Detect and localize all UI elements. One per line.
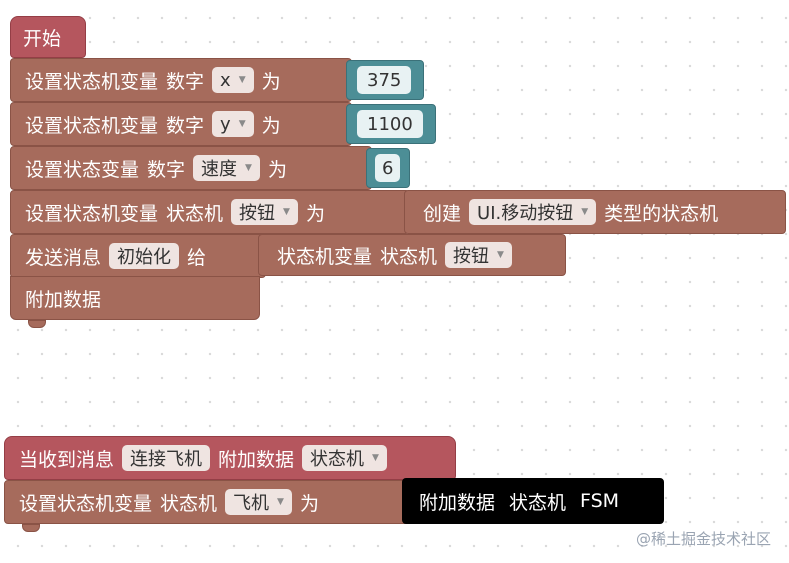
number-value-block[interactable]: 375: [346, 60, 424, 100]
fsm-variable-label: 状态机变量: [277, 245, 373, 268]
assign-label: 为: [305, 202, 325, 225]
block-notch: [22, 524, 40, 532]
data-type-dropdown[interactable]: 状态机▼: [302, 445, 387, 471]
var-type-label: 数字: [147, 158, 186, 181]
attach-data-label: 附加数据: [419, 491, 496, 514]
chevron-down-icon: ▼: [581, 207, 589, 217]
set-fsm-var-x-block[interactable]: 设置状态机变量 数字 x▼ 为: [10, 58, 352, 102]
chevron-down-icon: ▼: [245, 163, 252, 173]
create-fsm-block[interactable]: 创建 UI.移动按钮▼ 类型的状态机: [404, 190, 786, 234]
send-message-block[interactable]: 发送消息 初始化 给: [10, 234, 266, 278]
start-hat-label: 开始: [23, 27, 62, 50]
set-var-label: 设置状态机变量: [19, 492, 153, 515]
var-type-label: 状态机: [380, 245, 438, 268]
number-value-block[interactable]: 6: [366, 148, 410, 188]
var-name-dropdown[interactable]: 按钮▼: [445, 242, 512, 268]
watermark: @稀土掘金技术社区: [635, 530, 771, 548]
assign-label: 为: [261, 114, 281, 137]
var-name-dropdown[interactable]: x▼: [212, 67, 254, 93]
message-name-field[interactable]: 连接飞机: [122, 445, 211, 471]
fsm-class-dropdown[interactable]: UI.移动按钮▼: [469, 199, 597, 225]
attach-data-value-block[interactable]: 附加数据 状态机 FSM: [402, 478, 664, 524]
set-fsm-var-plane-block[interactable]: 设置状态机变量 状态机 飞机▼ 为: [4, 480, 410, 524]
number-field[interactable]: 1100: [357, 110, 423, 138]
set-state-var-speed-block[interactable]: 设置状态变量 数字 速度▼ 为: [10, 146, 372, 190]
assign-label: 为: [267, 158, 287, 181]
var-type-label: 数字: [166, 70, 205, 93]
data-type-label: 状态机: [509, 491, 567, 514]
var-name-dropdown[interactable]: 按钮▼: [231, 199, 298, 225]
var-name-dropdown[interactable]: 飞机▼: [225, 489, 292, 515]
send-message-label: 发送消息: [25, 246, 102, 269]
attach-data-label: 附加数据: [25, 288, 102, 311]
set-var-label: 设置状态机变量: [25, 202, 159, 225]
set-fsm-var-y-block[interactable]: 设置状态机变量 数字 y▼ 为: [10, 102, 352, 146]
var-name-dropdown[interactable]: 速度▼: [193, 155, 260, 181]
attach-data-label: 附加数据: [218, 448, 295, 471]
set-var-label: 设置状态变量: [25, 158, 140, 181]
block-notch: [28, 320, 46, 328]
set-var-label: 设置状态机变量: [25, 70, 159, 93]
attach-data-socket[interactable]: 附加数据: [10, 276, 260, 320]
fsm-type-suffix: 类型的状态机: [604, 202, 719, 225]
var-type-label: 状态机: [160, 492, 218, 515]
chevron-down-icon: ▼: [497, 250, 504, 260]
give-label: 给: [187, 246, 207, 269]
assign-label: 为: [261, 70, 281, 93]
set-var-label: 设置状态机变量: [25, 114, 159, 137]
message-name-field[interactable]: 初始化: [109, 243, 180, 269]
number-field[interactable]: 375: [357, 66, 412, 94]
chevron-down-icon: ▼: [238, 75, 246, 85]
on-message-label: 当收到消息: [19, 448, 115, 471]
create-label: 创建: [423, 202, 462, 225]
number-field[interactable]: 6: [375, 154, 401, 182]
chevron-down-icon: ▼: [372, 453, 379, 463]
assign-label: 为: [299, 492, 319, 515]
var-type-label: 状态机: [166, 202, 224, 225]
chevron-down-icon: ▼: [283, 207, 290, 217]
start-hat-block[interactable]: 开始: [10, 16, 86, 58]
var-type-label: 数字: [166, 114, 205, 137]
fsm-variable-block[interactable]: 状态机变量 状态机 按钮▼: [258, 234, 566, 276]
set-fsm-var-button-block[interactable]: 设置状态机变量 状态机 按钮▼ 为: [10, 190, 410, 234]
var-name-dropdown[interactable]: y▼: [212, 111, 254, 137]
number-value-block[interactable]: 1100: [346, 104, 436, 144]
chevron-down-icon: ▼: [238, 119, 246, 129]
data-name-label: FSM: [580, 490, 620, 512]
chevron-down-icon: ▼: [277, 497, 284, 507]
on-message-hat-block[interactable]: 当收到消息 连接飞机 附加数据 状态机▼: [4, 436, 456, 480]
